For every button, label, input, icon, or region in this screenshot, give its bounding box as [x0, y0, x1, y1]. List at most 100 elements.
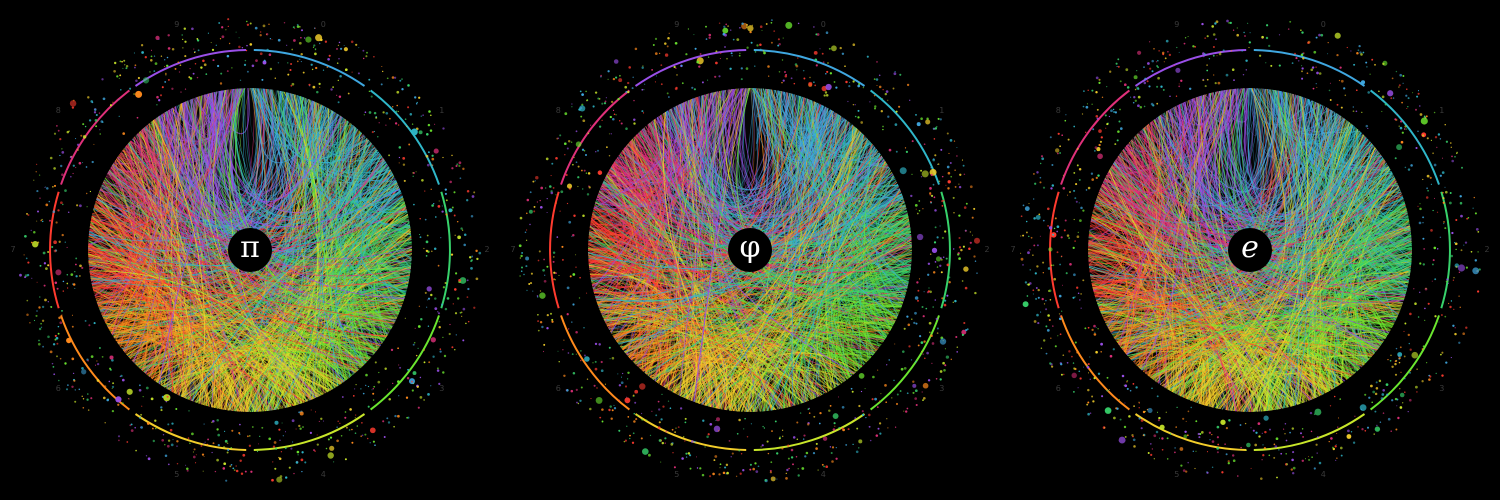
digit-dot: [418, 305, 421, 308]
digit-dot: [271, 38, 273, 41]
digit-dot: [581, 103, 584, 106]
digit-dot: [257, 443, 260, 445]
digit-dot: [923, 291, 925, 293]
chord: [813, 336, 861, 393]
digit-dot: [729, 67, 732, 70]
digit-dot: [741, 22, 744, 25]
chord: [799, 95, 891, 331]
digit-dot: [580, 386, 583, 389]
digit-dot: [833, 422, 836, 425]
digit-dot: [235, 465, 237, 467]
chord: [662, 111, 749, 412]
digit-dot: [216, 64, 220, 68]
digit-dot: [687, 452, 691, 455]
digit-dot: [36, 310, 38, 312]
digit-dot: [394, 414, 397, 418]
digit-dot: [118, 99, 120, 101]
digit-dot: [658, 408, 661, 411]
digit-dot: [319, 42, 321, 45]
digit-dot: [715, 50, 718, 53]
digit-dot: [844, 65, 846, 68]
digit-dot: [952, 301, 954, 303]
digit-dot: [87, 409, 90, 411]
digit-dot: [825, 83, 832, 91]
digit-dot: [212, 420, 215, 423]
digit-dot: [465, 322, 467, 325]
digit-dot: [398, 146, 402, 149]
chord: [590, 268, 660, 328]
digit-dot: [555, 202, 557, 204]
digit-dot: [36, 210, 40, 213]
digit-dot: [947, 187, 950, 190]
digit-dot: [369, 442, 371, 444]
digit-dot: [296, 60, 299, 63]
digit-dot: [573, 156, 575, 159]
chord: [101, 273, 411, 322]
digit-dot: [828, 47, 831, 50]
chord: [97, 102, 189, 305]
digit-dot: [340, 435, 343, 437]
chord: [647, 344, 662, 384]
digit-dot: [242, 453, 246, 457]
chord: [128, 142, 295, 407]
digit-dot: [164, 444, 166, 446]
digit-dot: [953, 140, 956, 142]
digit-dot: [963, 321, 966, 325]
digit-dot: [549, 312, 553, 315]
digit-dot: [413, 203, 415, 206]
digit-dot: [299, 411, 304, 416]
digit-dot: [699, 467, 702, 470]
digit-dot: [177, 61, 180, 64]
digit-dot: [71, 325, 74, 328]
chord: [677, 93, 791, 208]
digit-dot: [386, 388, 388, 390]
digit-dot: [201, 453, 205, 456]
digit-dot: [295, 428, 297, 430]
chord: [360, 190, 407, 293]
digit-dot: [600, 369, 604, 373]
digit-dot: [651, 69, 653, 71]
digit-dot: [797, 474, 800, 477]
chord: [93, 122, 351, 301]
digit-dot: [186, 469, 189, 472]
digit-dot: [195, 462, 197, 464]
chord: [267, 374, 280, 412]
digit-dot: [760, 446, 762, 448]
digit-dot: [730, 52, 733, 55]
digit-dot: [355, 414, 357, 416]
chord: [167, 88, 245, 390]
digit-dot: [410, 128, 418, 136]
digit-dot: [552, 260, 555, 263]
digit-dot: [781, 447, 784, 450]
digit-dot: [808, 81, 813, 86]
digit-dot: [939, 225, 941, 227]
digit-dot: [238, 37, 240, 39]
digit-dot: [151, 427, 154, 430]
digit-dot: [295, 461, 299, 464]
digit-dot: [122, 67, 124, 69]
digit-dot: [327, 57, 330, 61]
digit-dot: [841, 427, 844, 430]
digit-dot: [156, 95, 159, 99]
digit-dot: [845, 80, 848, 84]
digit-dot: [643, 83, 646, 85]
digit-dot: [231, 429, 234, 432]
chord: [108, 170, 319, 398]
chord: [96, 198, 371, 359]
digit-dot: [564, 112, 568, 116]
digit-dot: [927, 273, 930, 276]
digit-dot: [564, 153, 566, 156]
digit-dot: [55, 269, 62, 276]
chord: [111, 109, 170, 173]
digit-dot: [912, 383, 917, 388]
digit-dot: [152, 439, 155, 443]
digit-dot: [167, 34, 170, 37]
digit-dot: [37, 342, 41, 346]
digit-label: 6: [55, 384, 61, 394]
digit-dot: [160, 55, 163, 57]
digit-dot: [75, 275, 78, 278]
chord: [856, 179, 903, 307]
digit-dot: [627, 81, 630, 85]
digit-dot: [221, 35, 225, 39]
digit-arc: [60, 89, 131, 185]
